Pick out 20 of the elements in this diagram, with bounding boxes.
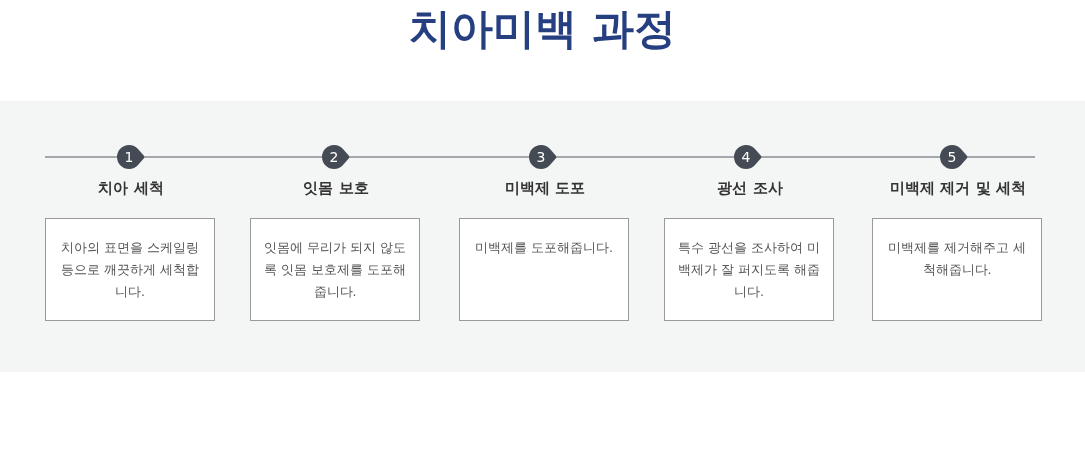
step-number-marker: 2 bbox=[322, 145, 352, 169]
timeline-line bbox=[556, 156, 735, 158]
step-heading: 잇몸 보호 bbox=[302, 179, 370, 198]
page-title: 치아미백 과정 bbox=[408, 3, 677, 55]
step-description: 치아의 표면을 스케일링 등으로 깨끗하게 세척합니다. bbox=[60, 239, 200, 301]
step-description: 잇몸에 무리가 되지 않도록 잇몸 보호제를 도포해줍니다. bbox=[263, 239, 407, 301]
step-heading: 치아 세척 bbox=[97, 179, 165, 198]
timeline-line bbox=[144, 156, 323, 158]
timeline-line bbox=[349, 156, 530, 158]
step-number-marker: 5 bbox=[940, 145, 970, 169]
step-number-marker: 1 bbox=[117, 145, 147, 169]
timeline-line bbox=[761, 156, 941, 158]
step-number-marker: 4 bbox=[734, 145, 764, 169]
step-heading: 광선 조사 bbox=[716, 179, 784, 198]
step-heading: 미백제 제거 및 세척 bbox=[889, 179, 1027, 198]
step-heading: 미백제 도포 bbox=[503, 179, 587, 198]
step-description: 미백제를 제거해주고 세척해줍니다. bbox=[887, 239, 1027, 279]
step-description: 미백제를 도포해줍니다. bbox=[474, 239, 614, 257]
step-description: 특수 광선을 조사하여 미백제가 잘 퍼지도록 해줍니다. bbox=[677, 239, 821, 301]
step-number-marker: 3 bbox=[529, 145, 559, 169]
